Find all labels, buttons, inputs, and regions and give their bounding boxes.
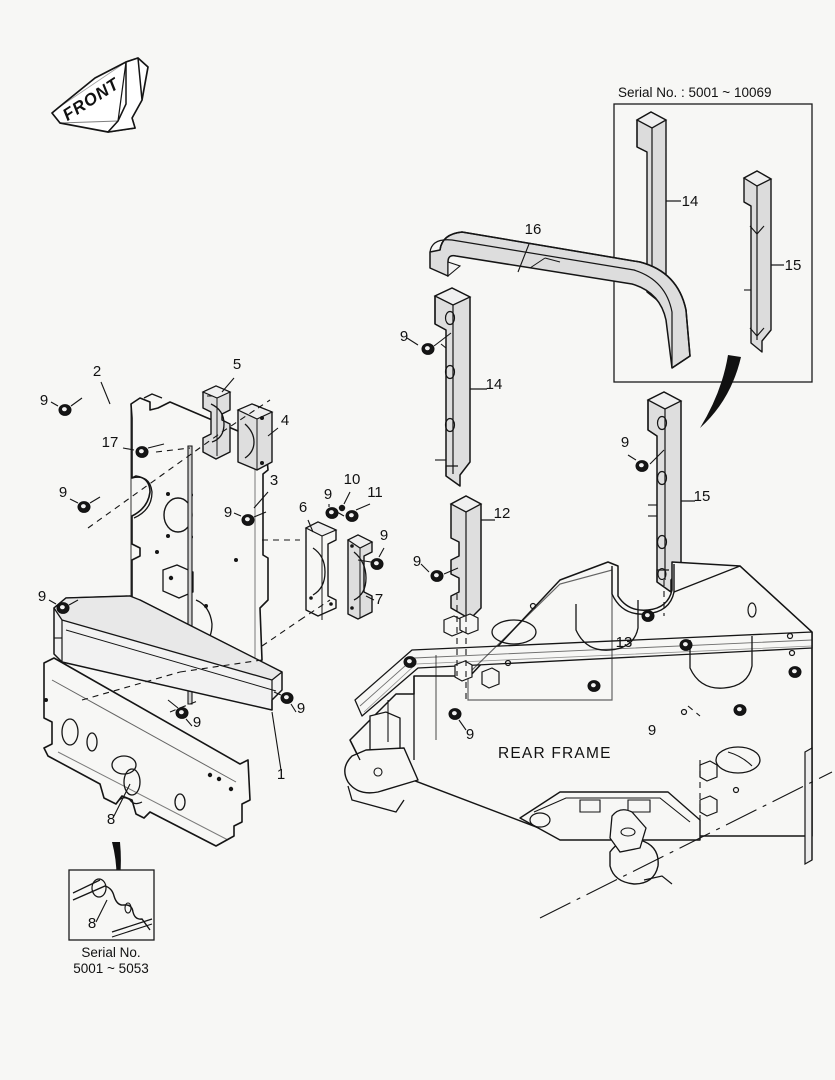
- inset-pointer-arrow-top: [700, 355, 741, 428]
- fastener-9-panel-topleft: [50, 397, 83, 416]
- leader-5: [221, 377, 235, 393]
- part-14-rail: [433, 287, 472, 487]
- callout-15: 15: [694, 488, 711, 505]
- leader-4: [267, 427, 279, 437]
- callout-11: 11: [367, 484, 383, 501]
- leader-1: [271, 711, 282, 771]
- inset-pointer-arrow-bottom: [110, 842, 121, 920]
- part-7-bracket: [346, 534, 374, 620]
- inset-bottom-left-frame: [68, 869, 155, 941]
- fastener-9-rail14: [406, 332, 452, 355]
- callout-9-m: 9: [648, 722, 656, 739]
- callout-14-inset: 14: [682, 193, 699, 210]
- callout-6: 6: [299, 499, 307, 516]
- callout-8: 8: [107, 811, 115, 828]
- part-6-bracket: [304, 521, 338, 620]
- inset-bottom-left-title-2: 5001 ~ 5053: [73, 961, 148, 976]
- fastener-9-frame-r5: [788, 666, 802, 678]
- fastener-9-panel-midleft: [69, 496, 101, 513]
- part-16-top-rail: [429, 231, 691, 369]
- part-4-clamp: [236, 403, 274, 471]
- part-12-rail: [449, 495, 483, 620]
- callout-8-inset: 8: [88, 915, 96, 932]
- fastener-9-frame-r4: [733, 704, 747, 716]
- fastener-10: [338, 491, 351, 512]
- inset-bottom-left-title-1: Serial No.: [81, 945, 140, 960]
- fastener-17-panel: [122, 443, 165, 458]
- callout-9-k: 9: [621, 434, 629, 451]
- frame-clips: [443, 613, 718, 817]
- inset-top-right-title: Serial No. : 5001 ~ 10069: [618, 85, 771, 100]
- leader-8: [113, 783, 131, 817]
- callout-12: 12: [494, 505, 511, 522]
- fastener-9-frame-r3: [641, 610, 655, 622]
- inset-box-bottom-left: Serial No. 5001 ~ 5053: [68, 869, 155, 976]
- fastener-9-bracket7: [357, 547, 385, 570]
- callout-9-b: 9: [59, 484, 67, 501]
- callout-17: 17: [102, 434, 119, 451]
- fastener-9-frame-left: [448, 708, 467, 731]
- fastener-11: [345, 503, 371, 522]
- callout-10: 10: [344, 471, 361, 488]
- fastener-9-rail15: [627, 449, 665, 472]
- callout-9-l: 9: [466, 726, 474, 743]
- fastener-9-cross-left: [48, 599, 79, 614]
- part-1-cross-member: [53, 595, 283, 711]
- callout-16: 16: [525, 221, 542, 238]
- leader-7: [365, 595, 375, 601]
- callout-9-c: 9: [38, 588, 46, 605]
- leader-16: [517, 243, 530, 273]
- callout-3: 3: [270, 472, 278, 489]
- part-5-clamp: [201, 385, 232, 460]
- fastener-9-cross-mid: [167, 699, 193, 727]
- callout-9-j: 9: [400, 328, 408, 345]
- part-15-rail: [646, 391, 683, 593]
- fastener-9-cross-right: [273, 691, 297, 713]
- callout-13: 13: [616, 634, 633, 651]
- inset-part-15: [742, 170, 773, 353]
- leader-3: [253, 491, 269, 509]
- callout-5: 5: [233, 356, 241, 373]
- callout-9-a: 9: [40, 392, 48, 409]
- fastener-9-panel-right: [233, 511, 267, 526]
- assembly-dashed-lines: [81, 399, 701, 824]
- rear-frame-assembly: [344, 561, 833, 919]
- callout-7: 7: [375, 591, 383, 608]
- callout-9-g: 9: [324, 486, 332, 503]
- fastener-9-bracket6: [325, 504, 345, 519]
- inset-part-14: [635, 111, 668, 301]
- callout-2: 2: [93, 363, 101, 380]
- callout-1: 1: [277, 766, 285, 783]
- fastener-9-frame-r2: [587, 680, 601, 692]
- callout-9-i: 9: [413, 553, 421, 570]
- part-8-bottom-panel: [43, 657, 251, 847]
- callout-9-d: 9: [224, 504, 232, 521]
- callout-9-f: 9: [297, 700, 305, 717]
- callout-9-e: 9: [193, 714, 201, 731]
- callout-9-h: 9: [380, 527, 388, 544]
- callout-14: 14: [486, 376, 503, 393]
- rear-frame-label: REAR FRAME: [498, 745, 612, 762]
- leader-6: [307, 519, 314, 533]
- inset-box-top-right: Serial No. : 5001 ~ 10069: [613, 85, 813, 383]
- callout-numbers: 1 2 3 4 5 6 7 8 8 9 9 9 9 9 9 9 9 9 9 9 …: [38, 193, 802, 932]
- callout-4: 4: [281, 412, 289, 429]
- fastener-9-frame-right: [679, 639, 693, 651]
- fastener-9-frame-mid: [403, 656, 417, 668]
- leader-2: [100, 381, 111, 405]
- part-2-back-panel: [143, 393, 163, 399]
- callout-15-inset: 15: [785, 257, 802, 274]
- fastener-9-rail12: [420, 563, 459, 582]
